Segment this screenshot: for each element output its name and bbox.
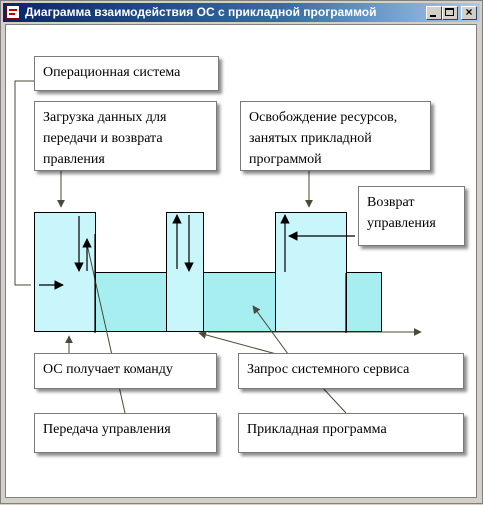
os-block-2	[166, 212, 204, 332]
label-os-receives-command: ОС получает команду	[34, 353, 217, 389]
title-bar[interactable]: Диаграмма взаимодействия ОС с прикладной…	[3, 3, 480, 22]
connector-os	[14, 80, 34, 286]
connector-application	[320, 385, 347, 414]
label-return-control: Возврат управления	[358, 186, 465, 246]
app-block-3	[346, 272, 382, 332]
window-title: Диаграмма взаимодействия ОС с прикладной…	[25, 5, 377, 19]
label-application: Прикладная программа	[238, 413, 464, 453]
os-block-1	[34, 212, 96, 332]
label-load-data: Загрузка данных для передачи и возврата …	[34, 101, 217, 171]
close-icon: ×	[465, 5, 473, 19]
minimize-icon	[430, 15, 436, 17]
maximize-icon	[445, 8, 454, 16]
label-operating-system: Операционная система	[34, 56, 219, 91]
label-transfer-control: Передача управления	[34, 413, 217, 453]
label-free-resources: Освобождение ресурсов, занятых прикладно…	[240, 101, 431, 171]
label-syscall: Запрос системного сервиса	[238, 353, 464, 389]
maximize-button[interactable]	[442, 6, 458, 20]
close-button[interactable]: ×	[461, 5, 477, 20]
os-block-3	[275, 212, 347, 332]
minimize-button[interactable]	[426, 6, 442, 20]
app-icon[interactable]	[6, 5, 20, 19]
